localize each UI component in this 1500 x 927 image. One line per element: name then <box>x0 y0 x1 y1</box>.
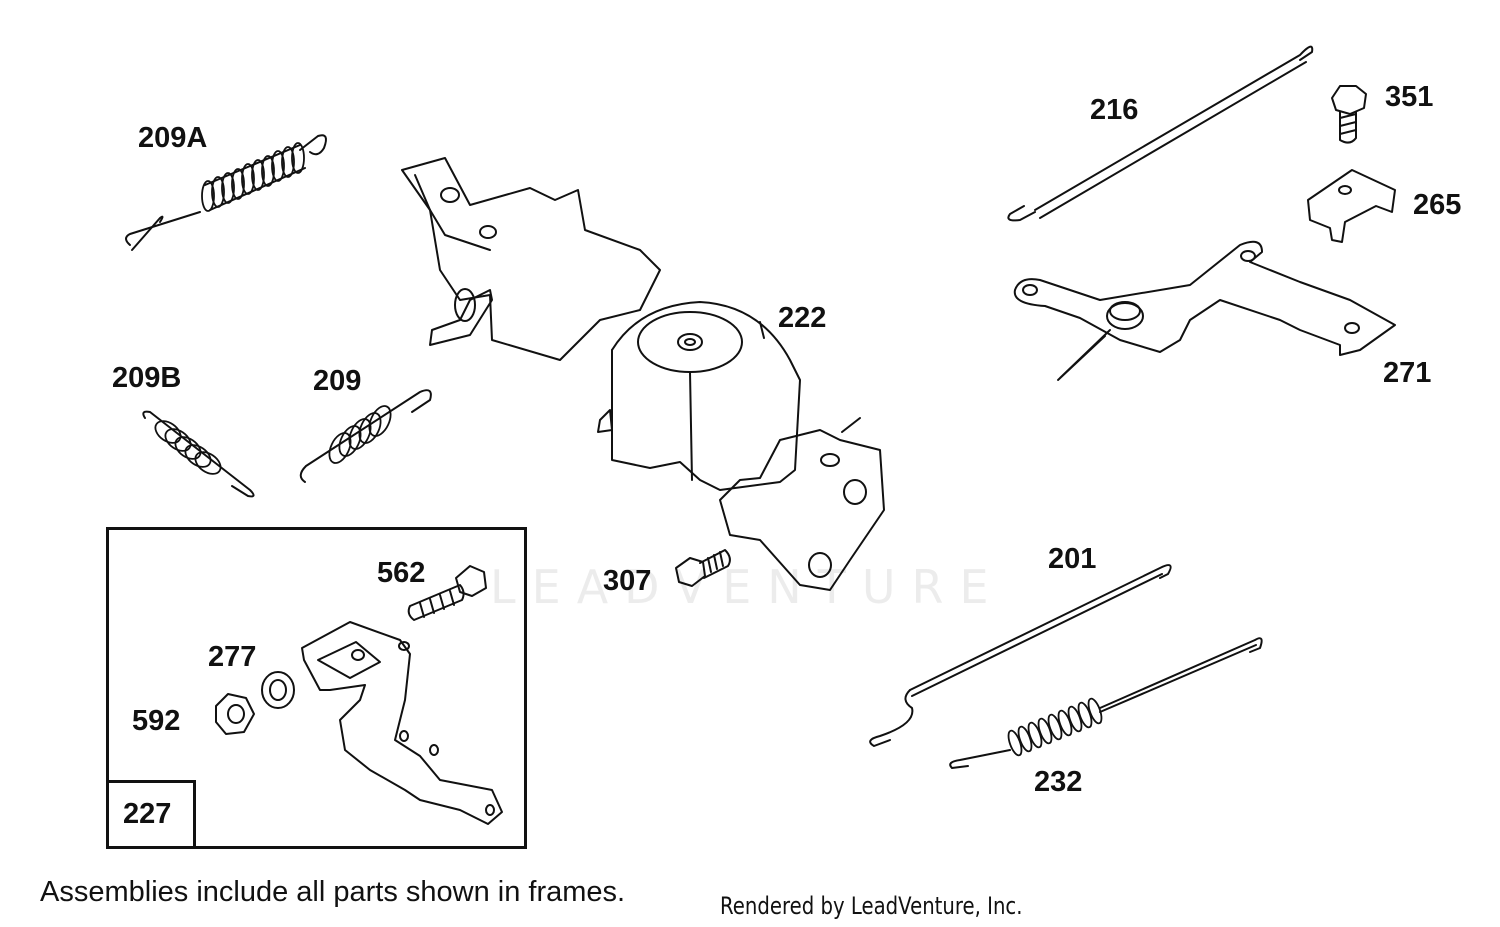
label-271: 271 <box>1383 357 1432 389</box>
label-592: 592 <box>132 705 181 737</box>
assembly-tag: 227 <box>106 780 196 849</box>
lever-271[interactable] <box>1015 242 1395 380</box>
lever-assembly-227[interactable] <box>302 622 502 824</box>
spring-rod-232[interactable] <box>950 638 1261 768</box>
label-562: 562 <box>377 557 426 589</box>
washer-277[interactable] <box>262 672 294 708</box>
assembly-frame <box>106 527 527 849</box>
label-209b: 209B <box>112 362 182 394</box>
clip-265[interactable] <box>1308 170 1395 242</box>
footnote: Assemblies include all parts shown in fr… <box>40 876 626 908</box>
label-201: 201 <box>1048 543 1097 575</box>
label-222: 222 <box>778 302 827 334</box>
nut-592[interactable] <box>216 694 254 734</box>
screw-351[interactable] <box>1332 86 1366 143</box>
spring-209a[interactable] <box>126 135 326 250</box>
spring-209[interactable] <box>301 390 431 482</box>
label-307: 307 <box>603 565 652 597</box>
bolt-562[interactable] <box>409 566 486 620</box>
label-232: 232 <box>1034 766 1083 798</box>
rod-201[interactable] <box>870 565 1171 746</box>
render-credit: Rendered by LeadVenture, Inc. <box>720 892 1023 920</box>
label-216: 216 <box>1090 94 1139 126</box>
label-209a: 209A <box>138 122 208 154</box>
spring-209b[interactable] <box>143 412 253 497</box>
label-277: 277 <box>208 641 257 673</box>
label-227: 227 <box>123 798 172 830</box>
rod-216[interactable] <box>1008 47 1312 221</box>
watermark: LEADVENTURE <box>490 560 1005 614</box>
label-265: 265 <box>1413 189 1462 221</box>
bolt-307[interactable] <box>676 550 730 586</box>
label-351: 351 <box>1385 81 1434 113</box>
label-209: 209 <box>313 365 362 397</box>
control-bracket-222[interactable] <box>402 158 884 590</box>
